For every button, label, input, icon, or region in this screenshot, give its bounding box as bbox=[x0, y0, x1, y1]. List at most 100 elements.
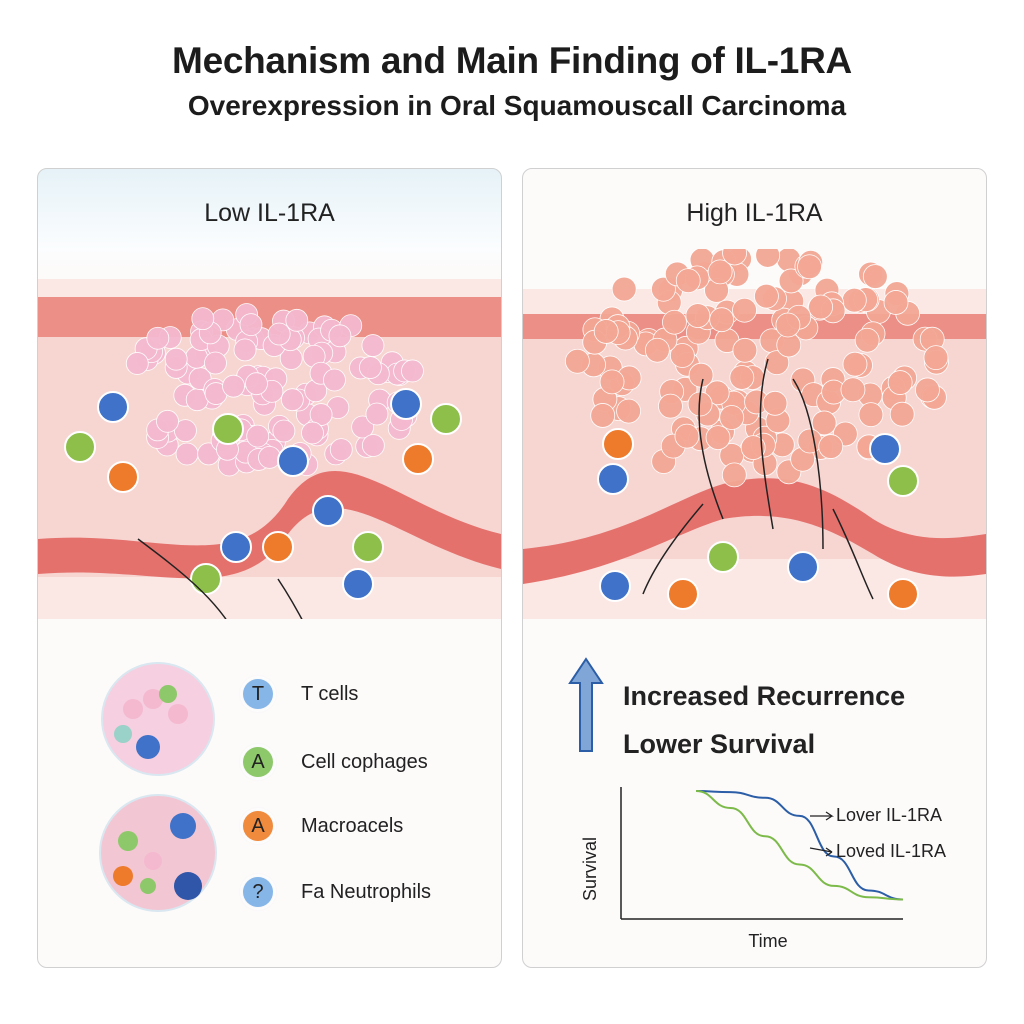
tumor-cell bbox=[754, 283, 779, 309]
tumor-cell bbox=[323, 368, 346, 392]
tissue-inset-2 bbox=[99, 794, 217, 912]
tumor-cell bbox=[889, 401, 915, 427]
tumor-cell bbox=[593, 319, 619, 344]
tumor-cell bbox=[174, 419, 197, 443]
high-il1ra-panel: High IL-1RA Increased Recurrence Lower S… bbox=[522, 168, 987, 968]
tumor-cell bbox=[808, 294, 834, 320]
tumor-cell bbox=[840, 377, 866, 403]
tumor-cell bbox=[191, 307, 215, 331]
series-label: Loved IL-1RA bbox=[836, 841, 946, 861]
legend-badge: A bbox=[243, 811, 273, 841]
tumor-cell bbox=[818, 434, 844, 459]
tumor-cell bbox=[797, 254, 822, 280]
tumor-cell bbox=[246, 424, 270, 448]
invasion-arrow bbox=[792, 378, 824, 550]
t-cell bbox=[312, 495, 344, 527]
neutrophil bbox=[402, 443, 434, 475]
t-cell bbox=[597, 463, 629, 495]
tumor-cell bbox=[707, 259, 733, 285]
tumor-cell bbox=[644, 337, 670, 363]
t-cell bbox=[390, 388, 422, 420]
series-pointer-arrow bbox=[809, 847, 833, 857]
tumor-cell bbox=[685, 303, 711, 329]
t-cell bbox=[342, 568, 374, 600]
tumor-cell bbox=[883, 290, 909, 315]
invasion-arrow bbox=[642, 503, 704, 595]
tumor-cell bbox=[915, 377, 940, 403]
tumor-cell bbox=[669, 343, 695, 368]
tumor-cell bbox=[722, 249, 747, 266]
neutrophil bbox=[887, 578, 919, 610]
tumor-cell bbox=[674, 423, 700, 449]
panel-heading-high: High IL-1RA bbox=[686, 199, 823, 227]
tumor-cell bbox=[854, 327, 880, 353]
tumor-cell bbox=[688, 362, 714, 388]
tissue-inset-1 bbox=[101, 662, 215, 776]
invasion-arrow bbox=[759, 358, 774, 530]
t-cell bbox=[787, 551, 819, 583]
blood-vessel bbox=[523, 478, 986, 584]
legend-label: Cell cophages bbox=[301, 750, 428, 773]
t-cell bbox=[599, 570, 631, 602]
tumor-cell bbox=[222, 374, 245, 398]
series-line bbox=[695, 790, 904, 901]
legend-label: Fa Neutrophils bbox=[301, 880, 432, 903]
tumor-cell bbox=[233, 338, 257, 362]
series-label: Lover IL-1RA bbox=[836, 805, 942, 825]
tissue-illustration-low bbox=[38, 279, 501, 659]
tumor-mass-low bbox=[125, 303, 424, 477]
tumor-cell bbox=[762, 390, 788, 416]
tumor-cell bbox=[675, 268, 701, 294]
panel-heading-low: Low IL-1RA bbox=[204, 199, 335, 227]
tumor-cell bbox=[351, 415, 375, 439]
legend-item: A Macroacels bbox=[243, 811, 403, 841]
t-cell bbox=[220, 531, 252, 563]
legend-badge: ? bbox=[243, 877, 273, 907]
tumor-cell bbox=[175, 442, 199, 466]
macrophage bbox=[352, 531, 384, 563]
tumor-cell bbox=[599, 369, 625, 395]
tumor-cell bbox=[841, 287, 867, 313]
macrophage bbox=[887, 465, 919, 497]
neutrophil bbox=[262, 531, 294, 563]
tumor-cell bbox=[280, 388, 304, 412]
tumor-cell bbox=[811, 410, 837, 436]
tumor-cell bbox=[365, 402, 389, 426]
tumor-cell bbox=[164, 347, 188, 371]
t-cell bbox=[869, 433, 901, 465]
tumor-cell bbox=[764, 350, 790, 376]
tumor-cell bbox=[740, 435, 766, 460]
legend-label: Macroacels bbox=[301, 814, 404, 837]
tumor-cell bbox=[778, 268, 804, 294]
figure-subtitle: Overexpression in Oral Squamouscall Carc… bbox=[187, 90, 847, 121]
increase-arrow-icon bbox=[568, 657, 604, 752]
series-group: Lover IL-1RA Loved IL-1RA bbox=[695, 790, 946, 901]
tumor-cell bbox=[923, 345, 949, 371]
macrophage bbox=[64, 431, 96, 463]
tumor-cell bbox=[709, 307, 735, 333]
tumor-cell bbox=[328, 324, 352, 348]
legend-item: ? Fa Neutrophils bbox=[243, 877, 431, 907]
neutrophil bbox=[667, 578, 699, 610]
tumor-cell bbox=[204, 351, 227, 375]
invasion-arrow bbox=[698, 378, 724, 520]
tumor-cell bbox=[359, 356, 382, 379]
tumor-cell bbox=[301, 421, 324, 445]
macrophage bbox=[707, 541, 739, 573]
tumor-cell bbox=[611, 276, 637, 302]
t-cell bbox=[277, 445, 309, 477]
tumor-cell bbox=[719, 405, 745, 430]
tumor-cell bbox=[887, 370, 913, 395]
tumor-cell bbox=[564, 348, 590, 374]
tumor-cell bbox=[721, 462, 747, 488]
tumor-cell bbox=[245, 372, 268, 396]
outcome-survival: Lower Survival bbox=[623, 729, 816, 759]
macrophage bbox=[190, 563, 222, 595]
tumor-cell bbox=[156, 409, 179, 433]
tumor-cell bbox=[729, 365, 755, 390]
tissue-illustration-high bbox=[523, 249, 986, 629]
macrophage bbox=[430, 403, 462, 435]
